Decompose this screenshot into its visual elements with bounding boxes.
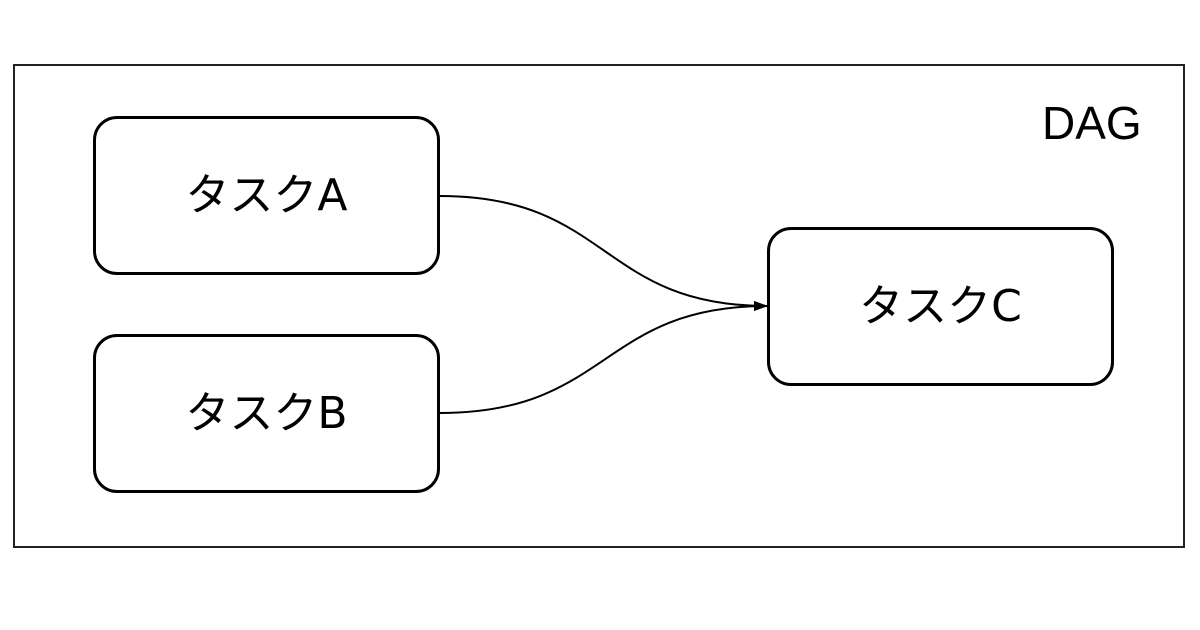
task-node-a[interactable]: タスクA <box>93 116 440 275</box>
dag-container <box>13 64 1185 548</box>
task-label-a: タスクA <box>185 169 348 221</box>
dag-label: DAG <box>1042 97 1142 149</box>
task-label-b: タスクB <box>185 387 348 439</box>
task-label-c: タスクC <box>859 280 1022 332</box>
task-node-c[interactable]: タスクC <box>767 227 1114 386</box>
task-node-b[interactable]: タスクB <box>93 334 440 493</box>
